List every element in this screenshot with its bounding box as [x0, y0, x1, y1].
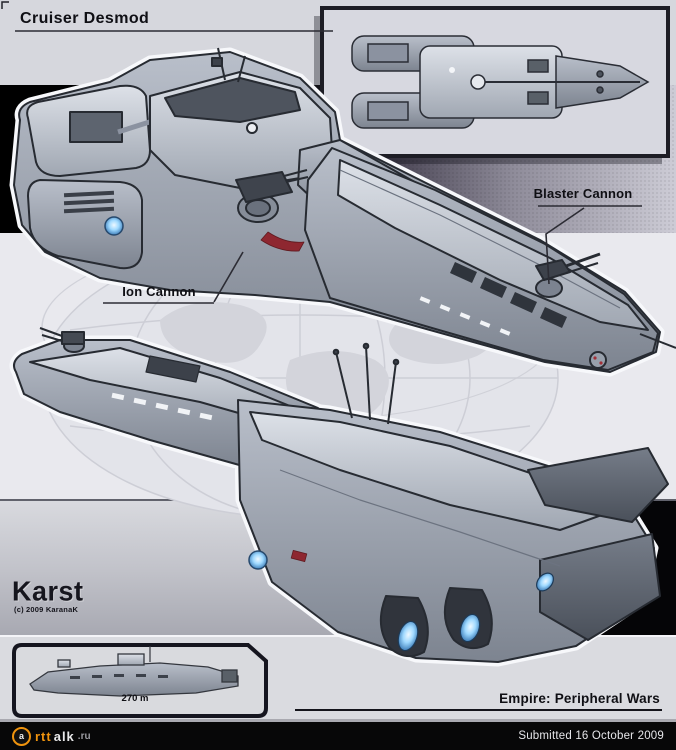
top-view-ship-illustration [351, 35, 650, 129]
bow-turret [39, 327, 85, 353]
scale-label: 270 m [121, 693, 149, 704]
artist-logo: Karst [12, 575, 84, 607]
red-accent [260, 231, 305, 252]
ion-cannon-label: Ion Cannon [122, 284, 196, 299]
faction-label: Empire: Peripheral Wars [499, 691, 660, 706]
site-name-part1: rtt [35, 728, 52, 744]
corner-mark [1, 1, 9, 9]
site-name-part2: alk [53, 728, 75, 744]
ion-leader-line [213, 251, 244, 303]
submitted-date: Submitted 16 October 2009 [518, 730, 664, 742]
site-tld: .ru [77, 730, 91, 742]
blaster-cannon-label: Blaster Cannon [533, 186, 633, 201]
side-view-inset [12, 643, 268, 718]
site-logo-icon: a [12, 726, 31, 746]
red-accent [290, 549, 308, 563]
engine-glow-lights [397, 572, 554, 652]
artist-copyright: (c) 2009 KaranaK [14, 605, 79, 614]
main-ship-illustration [9, 47, 676, 377]
top-view-inset [314, 6, 670, 164]
callout-lines [15, 30, 662, 711]
blaster-leader-line [545, 207, 585, 285]
ion-cannon-turret [235, 169, 309, 223]
deck-dome-light [248, 550, 268, 570]
rear-ship-illustration [9, 327, 669, 667]
site-logo[interactable]: a rtt alk .ru [12, 726, 91, 746]
artist-stamp: Karst (c) 2009 KaranaK [12, 575, 84, 614]
footer-bar: a rtt alk .ru Submitted 16 October 2009 [0, 722, 676, 750]
bow-dome-light [104, 216, 124, 236]
page-title: Cruiser Desmod [20, 10, 150, 27]
side-view-ship-illustration [29, 646, 239, 697]
